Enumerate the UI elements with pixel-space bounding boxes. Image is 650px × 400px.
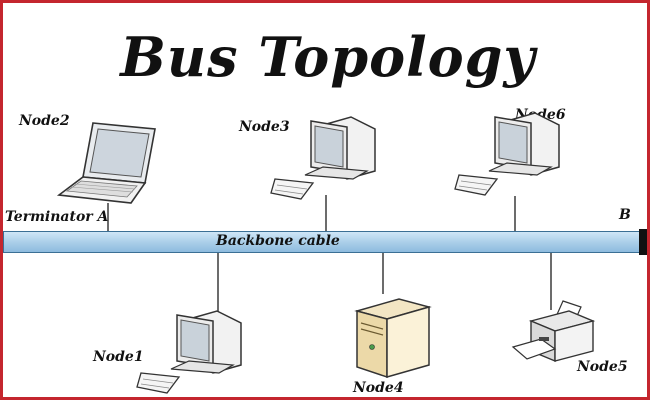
desktop-computer-icon (271, 113, 383, 201)
desktop-computer-icon (455, 109, 567, 197)
terminator-a-label: Terminator A (5, 209, 108, 225)
desktop-computer-icon (137, 307, 249, 395)
drop-line-node6 (514, 196, 516, 233)
node4-label: Node4 (353, 380, 404, 396)
terminator-b-label: B (619, 207, 631, 223)
diagram-title: Bus Topology (3, 25, 650, 89)
backbone-label: Backbone cable (216, 233, 340, 249)
node1-label: Node1 (93, 349, 144, 365)
server-tower-icon (353, 291, 433, 379)
laptop-icon (55, 121, 165, 205)
terminator-b (639, 229, 650, 255)
printer-icon (511, 297, 597, 369)
drop-line-node4 (382, 252, 384, 294)
